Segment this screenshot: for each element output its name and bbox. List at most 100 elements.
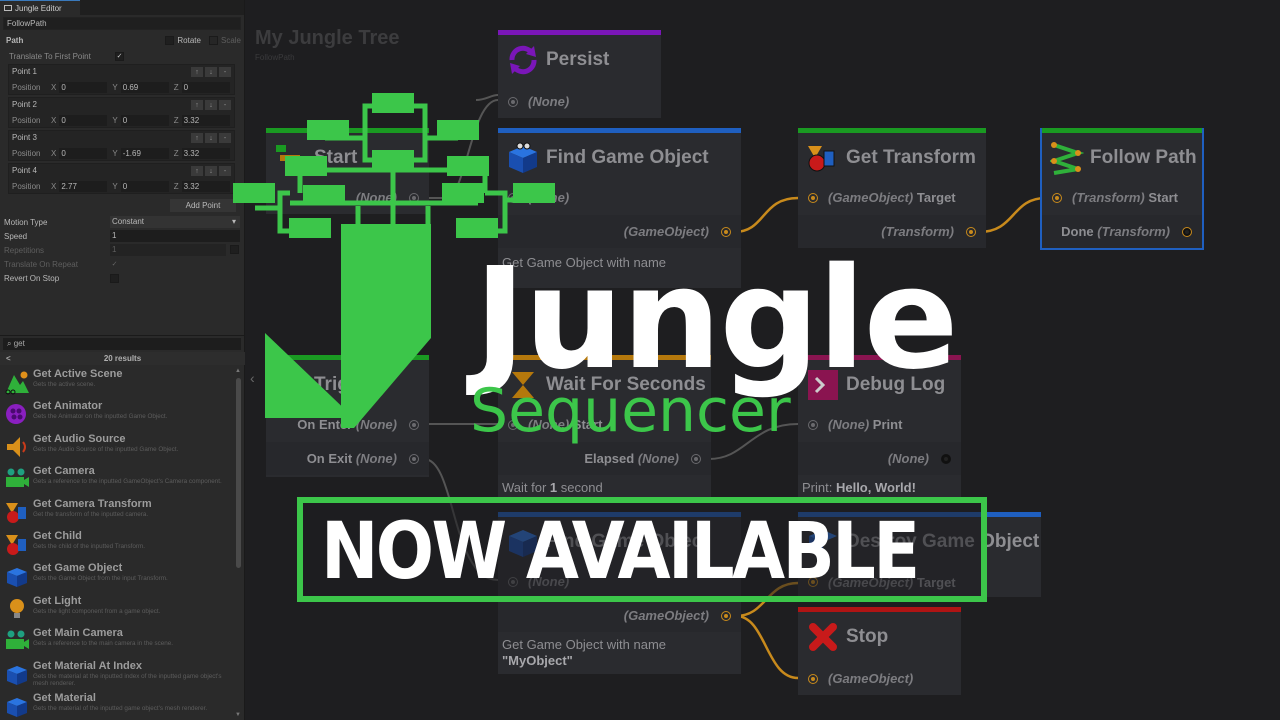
add-point-button[interactable]: Add Point [170,199,236,212]
speed-field[interactable]: 1 [110,230,240,242]
port-pin-icon[interactable] [941,453,951,464]
input-port[interactable]: (None) Print [798,408,961,441]
input-port[interactable]: (None) [498,85,661,118]
position-label: Position [12,182,41,191]
move-down-button[interactable]: ↓ [205,100,217,110]
port-pin-icon[interactable] [721,610,731,621]
node-color-bar [798,607,961,612]
x-field[interactable]: 0 [59,148,108,159]
port-pin-icon[interactable] [409,453,419,464]
move-up-button[interactable]: ↑ [191,133,203,143]
list-item[interactable]: Get Audio Source Gets the Audio Source o… [0,432,235,464]
x-field[interactable]: 2.77 [59,181,108,192]
translate-first-checkbox[interactable]: ✓ [115,51,124,61]
scroll-down-icon[interactable]: ▼ [235,712,241,718]
z-field[interactable]: 0 [181,82,230,93]
node-stop[interactable]: Stop (GameObject) [798,607,961,695]
port-pin-icon[interactable] [1052,192,1062,203]
port-pin-icon[interactable] [508,96,518,107]
list-item[interactable]: Get Material At Index Gets the material … [0,659,235,691]
y-field[interactable]: 0 [120,115,169,126]
port-pin-icon[interactable] [508,419,518,430]
port-pin-icon[interactable] [808,192,818,203]
list-item[interactable]: Get Material Gets the material of the in… [0,691,235,720]
move-up-button[interactable]: ↑ [191,100,203,110]
list-item[interactable]: Get Light Gets the light component from … [0,594,235,626]
y-field[interactable]: 0.69 [120,82,169,93]
list-item[interactable]: Get Camera Transform Get the transform o… [0,497,235,529]
translate-repeat-checkbox[interactable]: ✓ [111,261,118,268]
output-port[interactable]: (Transform) [798,215,986,248]
node-list-scrollbar[interactable]: ▲ ▼ [235,368,243,718]
z-field[interactable]: 3.32 [181,148,230,159]
y-field[interactable]: -1.69 [120,148,169,159]
remove-point-button[interactable]: - [219,133,231,143]
motion-type-dropdown[interactable]: Constant ▾ [110,216,240,228]
scroll-up-icon[interactable]: ▲ [235,368,241,374]
remove-point-button[interactable]: - [219,67,231,77]
output-port[interactable]: (GameObject) [498,215,741,248]
port-pin-icon[interactable] [1182,226,1192,237]
port-pin-icon[interactable] [691,453,701,464]
node-find-game-object[interactable]: Find Game Object (None) (GameObject) Get… [498,128,741,288]
move-up-button[interactable]: ↑ [191,166,203,176]
scale-checkbox[interactable] [208,35,218,45]
list-item[interactable]: Get Active Scene Gets the active scene. [0,367,235,399]
z-field[interactable]: 3.32 [181,181,230,192]
input-port[interactable]: (GameObject) Target [798,181,986,214]
path-icon [1050,142,1084,175]
node-color-bar [498,355,711,360]
node-get-transform[interactable]: Get Transform (GameObject) Target (Trans… [798,128,986,248]
y-field[interactable]: 0 [120,181,169,192]
x-field[interactable]: 0 [59,115,108,126]
node-name: Get Audio Source [33,432,126,445]
list-item[interactable]: Get Game Object Gets the Game Object fro… [0,561,235,593]
remove-point-button[interactable]: - [219,166,231,176]
output-port[interactable]: (GameObject) [498,599,741,632]
tab-jungle-editor[interactable]: Jungle Editor [0,0,80,15]
list-item[interactable]: Get Animator Gets the Animator on the in… [0,399,235,431]
y-label: Y [112,149,118,158]
port-pin-icon[interactable] [409,419,419,430]
z-field[interactable]: 3.32 [181,115,230,126]
input-port[interactable]: (Transform) Start [1042,181,1202,214]
node-debug-log[interactable]: Debug Log (None) Print (None) Print: Hel… [798,355,961,500]
output-port[interactable]: Done (Transform) [1042,215,1202,248]
move-down-button[interactable]: ↓ [205,67,217,77]
revert-checkbox[interactable] [110,273,119,283]
collapse-panel-button[interactable]: ‹ [250,370,255,386]
repetitions-field[interactable]: 1 [110,244,226,256]
node-desc: Gets a reference to the inputted GameObj… [33,478,222,486]
remove-point-button[interactable]: - [219,100,231,110]
port-pin-icon[interactable] [721,226,731,237]
back-button[interactable]: < [6,354,11,363]
point-title: Point 2 [12,100,37,109]
output-port-on-enter[interactable]: On Enter (None) [266,408,429,441]
node-wait-for-seconds[interactable]: Wait For Seconds (None) Start Elapsed (N… [498,355,711,500]
node-search-input[interactable]: ⌕ get [3,338,241,350]
move-up-button[interactable]: ↑ [191,67,203,77]
input-port[interactable]: (None) Start [498,408,711,441]
move-down-button[interactable]: ↓ [205,166,217,176]
port-pin-icon[interactable] [808,673,818,684]
z-label: Z [173,149,179,158]
list-item[interactable]: Get Camera Gets a reference to the input… [0,464,235,496]
list-item[interactable]: Get Main Camera Gets a reference to the … [0,626,235,658]
list-item[interactable]: Get Child Gets the child of the inputted… [0,529,235,561]
input-port[interactable]: (GameObject) [798,662,961,695]
repetitions-checkbox[interactable] [230,245,239,254]
node-desc: Gets the material at the inputted index … [33,672,222,688]
port-pin-icon[interactable] [966,226,976,237]
node-header: Find Game Object [498,133,741,183]
port-pin-icon[interactable] [808,419,818,430]
x-field[interactable]: 0 [59,82,108,93]
move-down-button[interactable]: ↓ [205,133,217,143]
rotate-checkbox[interactable] [165,35,175,45]
output-port-on-exit[interactable]: On Exit (None) [266,442,429,475]
output-port[interactable]: Elapsed (None) [498,442,711,475]
output-port[interactable]: (None) [798,442,961,475]
object-name-field[interactable]: FollowPath [3,17,241,30]
node-persist[interactable]: Persist (None) [498,30,661,118]
scrollbar-thumb[interactable] [236,378,241,568]
node-follow-path[interactable]: Follow Path (Transform) Start Done (Tran… [1040,128,1204,250]
